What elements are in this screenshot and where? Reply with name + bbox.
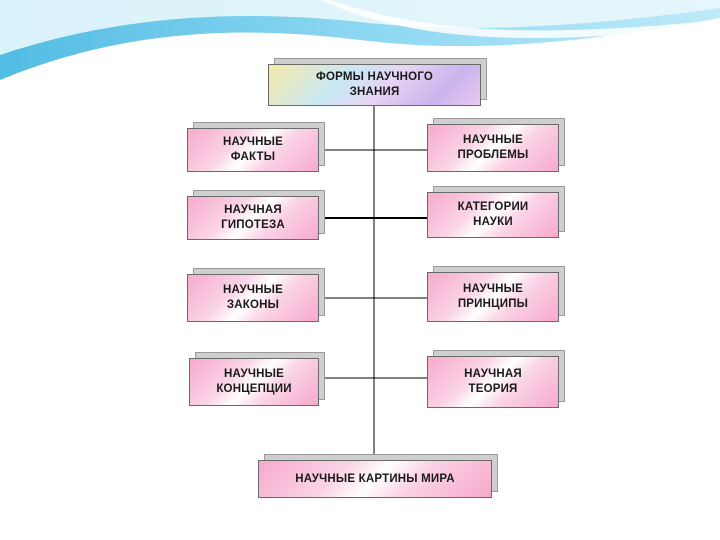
node-scientific-laws: НАУЧНЫЕ ЗАКОНЫ xyxy=(187,274,319,322)
node-scientific-problems: НАУЧНЫЕ ПРОБЛЕМЫ xyxy=(427,124,559,172)
node-scientific-hypothesis: НАУЧНАЯ ГИПОТЕЗА xyxy=(187,196,319,240)
root-node: ФОРМЫ НАУЧНОГО ЗНАНИЯ xyxy=(268,64,481,106)
node-science-categories: КАТЕГОРИИ НАУКИ xyxy=(427,192,559,238)
node-scientific-concepts: НАУЧНЫЕ КОНЦЕПЦИИ xyxy=(189,358,319,406)
node-scientific-theory: НАУЧНАЯ ТЕОРИЯ xyxy=(427,356,559,408)
node-scientific-world-pictures: НАУЧНЫЕ КАРТИНЫ МИРА xyxy=(258,460,492,498)
node-scientific-principles: НАУЧНЫЕ ПРИНЦИПЫ xyxy=(427,272,559,322)
node-scientific-facts: НАУЧНЫЕ ФАКТЫ xyxy=(187,128,319,172)
